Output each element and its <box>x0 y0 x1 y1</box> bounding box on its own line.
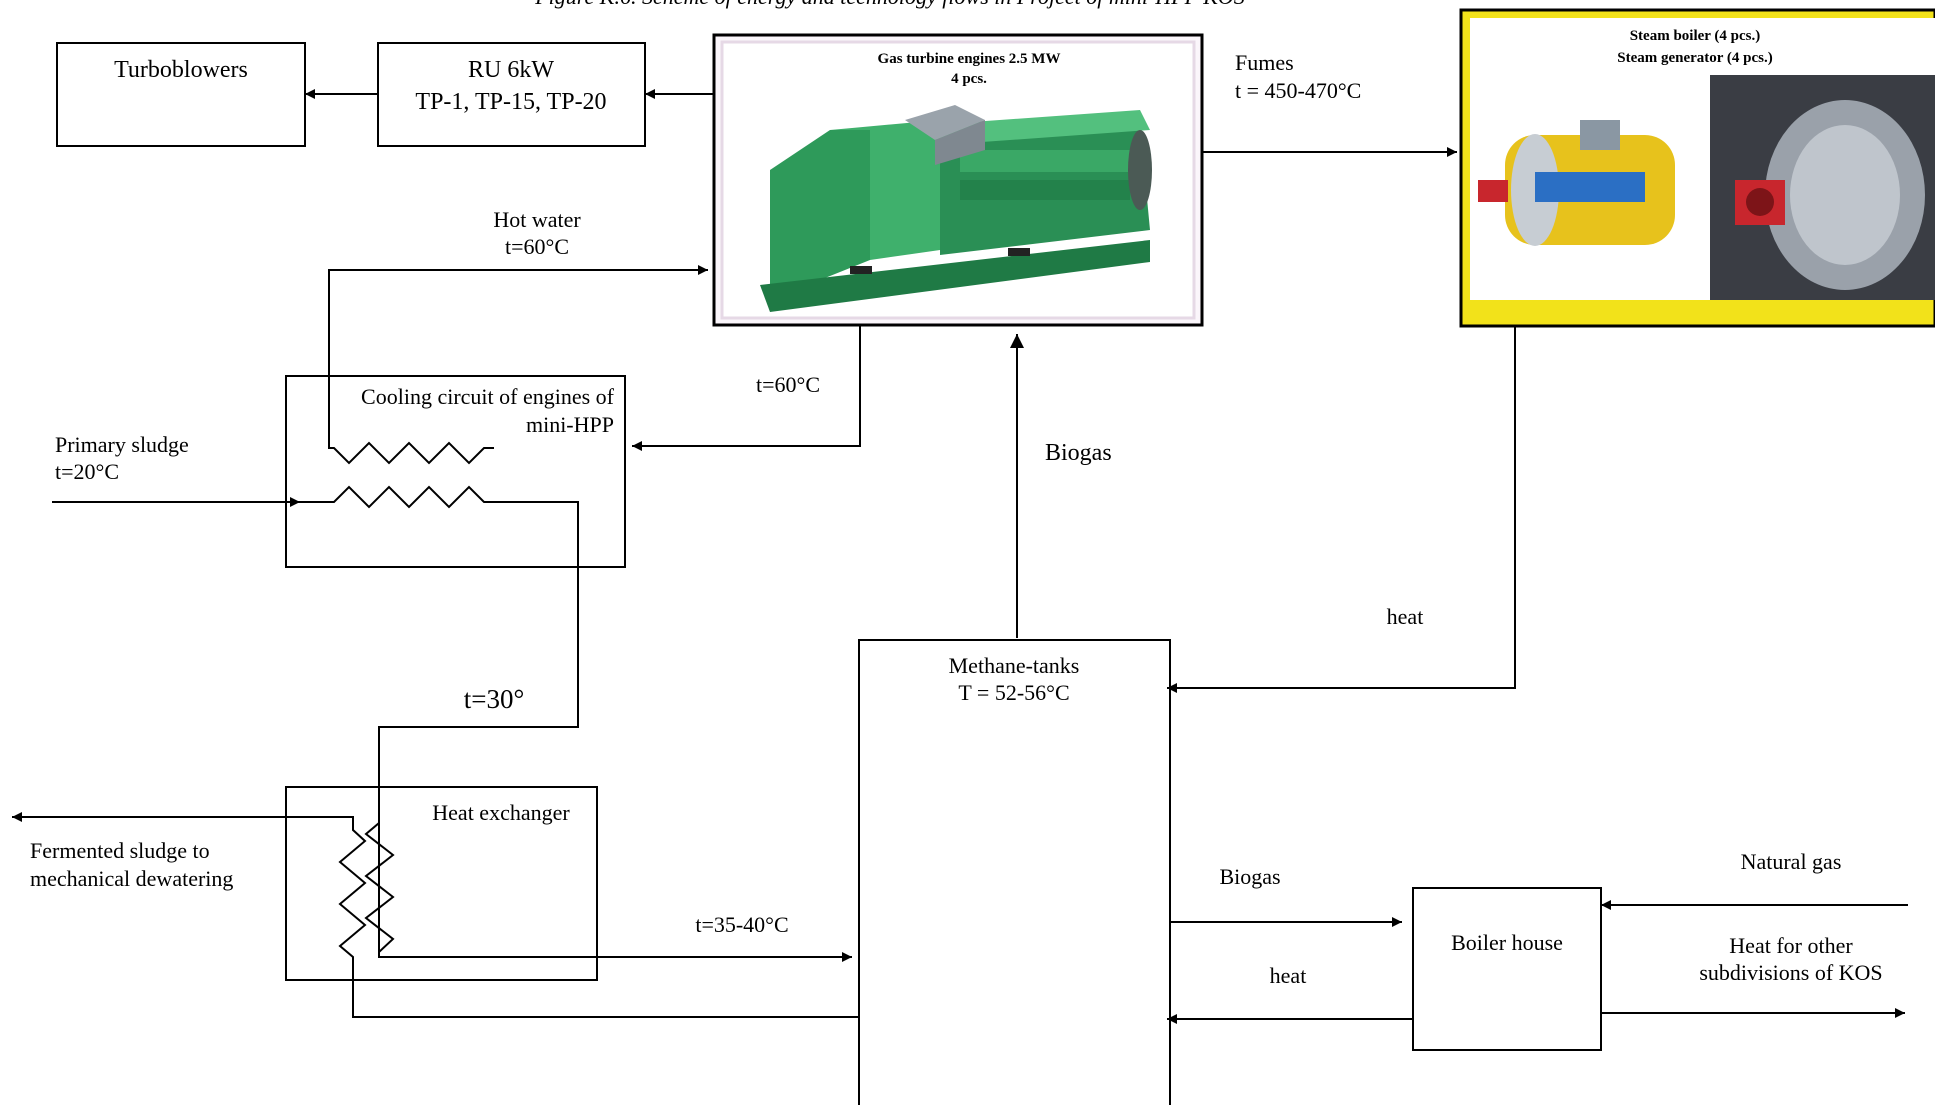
heat-from-boiler-line <box>1167 326 1515 688</box>
primary-sludge-label-2: t=20°C <box>55 459 119 484</box>
hot-water-label-1: Hot water <box>493 207 581 232</box>
t35-label: t=35-40°C <box>695 912 788 937</box>
t30-label: t=30° <box>464 684 525 714</box>
cooling-label-1: Cooling circuit of engines of <box>361 384 615 409</box>
gas-turbine-engine-image: Gas turbine engines 2.5 MW 4 pcs. <box>714 35 1202 325</box>
methane-tanks-box <box>859 640 1170 1105</box>
steam-title-2: Steam generator (4 pcs.) <box>1617 50 1773 66</box>
boiler-house-box <box>1413 888 1601 1050</box>
biogas-up-label: Biogas <box>1045 440 1112 466</box>
biogas-right-label: Biogas <box>1219 864 1280 889</box>
steam-title-1: Steam boiler (4 pcs.) <box>1630 28 1761 44</box>
turboblowers-label: Turboblowers <box>114 57 248 83</box>
cooling-label-2: mini-HPP <box>526 412 614 437</box>
heat-other-label-1: Heat for other <box>1729 933 1853 958</box>
boiler-house-label: Boiler house <box>1451 930 1563 955</box>
methane-label-1: Methane-tanks <box>949 653 1080 678</box>
ru-label-2: TP-1, TP-15, TP-20 <box>415 89 606 115</box>
fumes-label-1: Fumes <box>1235 50 1294 75</box>
return-temp-label: t=60°C <box>756 372 820 397</box>
cooling-coil-upper <box>329 440 494 463</box>
hot-water-line <box>329 270 708 440</box>
primary-sludge-label-1: Primary sludge <box>55 432 189 457</box>
heat-other-label-2: subdivisions of KOS <box>1699 960 1882 985</box>
return-water-line <box>632 326 860 446</box>
engine-title-1: Gas turbine engines 2.5 MW <box>878 51 1061 67</box>
ru-label-1: RU 6kW <box>468 57 554 83</box>
natural-gas-label: Natural gas <box>1741 849 1842 874</box>
heat-from-boiler-label: heat <box>1387 604 1424 629</box>
methane-label-2: T = 52-56°C <box>958 680 1069 705</box>
figure-caption: Figure K.6. Scheme of energy and technol… <box>534 0 1245 9</box>
heat-back-label: heat <box>1270 963 1307 988</box>
fermented-label-1: Fermented sludge to <box>30 838 210 863</box>
heat-exchanger-label: Heat exchanger <box>432 800 570 825</box>
hot-water-label-2: t=60°C <box>505 234 569 259</box>
engine-title-2: 4 pcs. <box>951 71 987 87</box>
fermented-label-2: mechanical dewatering <box>30 866 233 891</box>
cooling-coil-lower <box>300 487 578 955</box>
fumes-label-2: t = 450-470°C <box>1235 78 1361 103</box>
steam-boiler-image: Steam boiler (4 pcs.) Steam generator (4… <box>1461 10 1935 326</box>
